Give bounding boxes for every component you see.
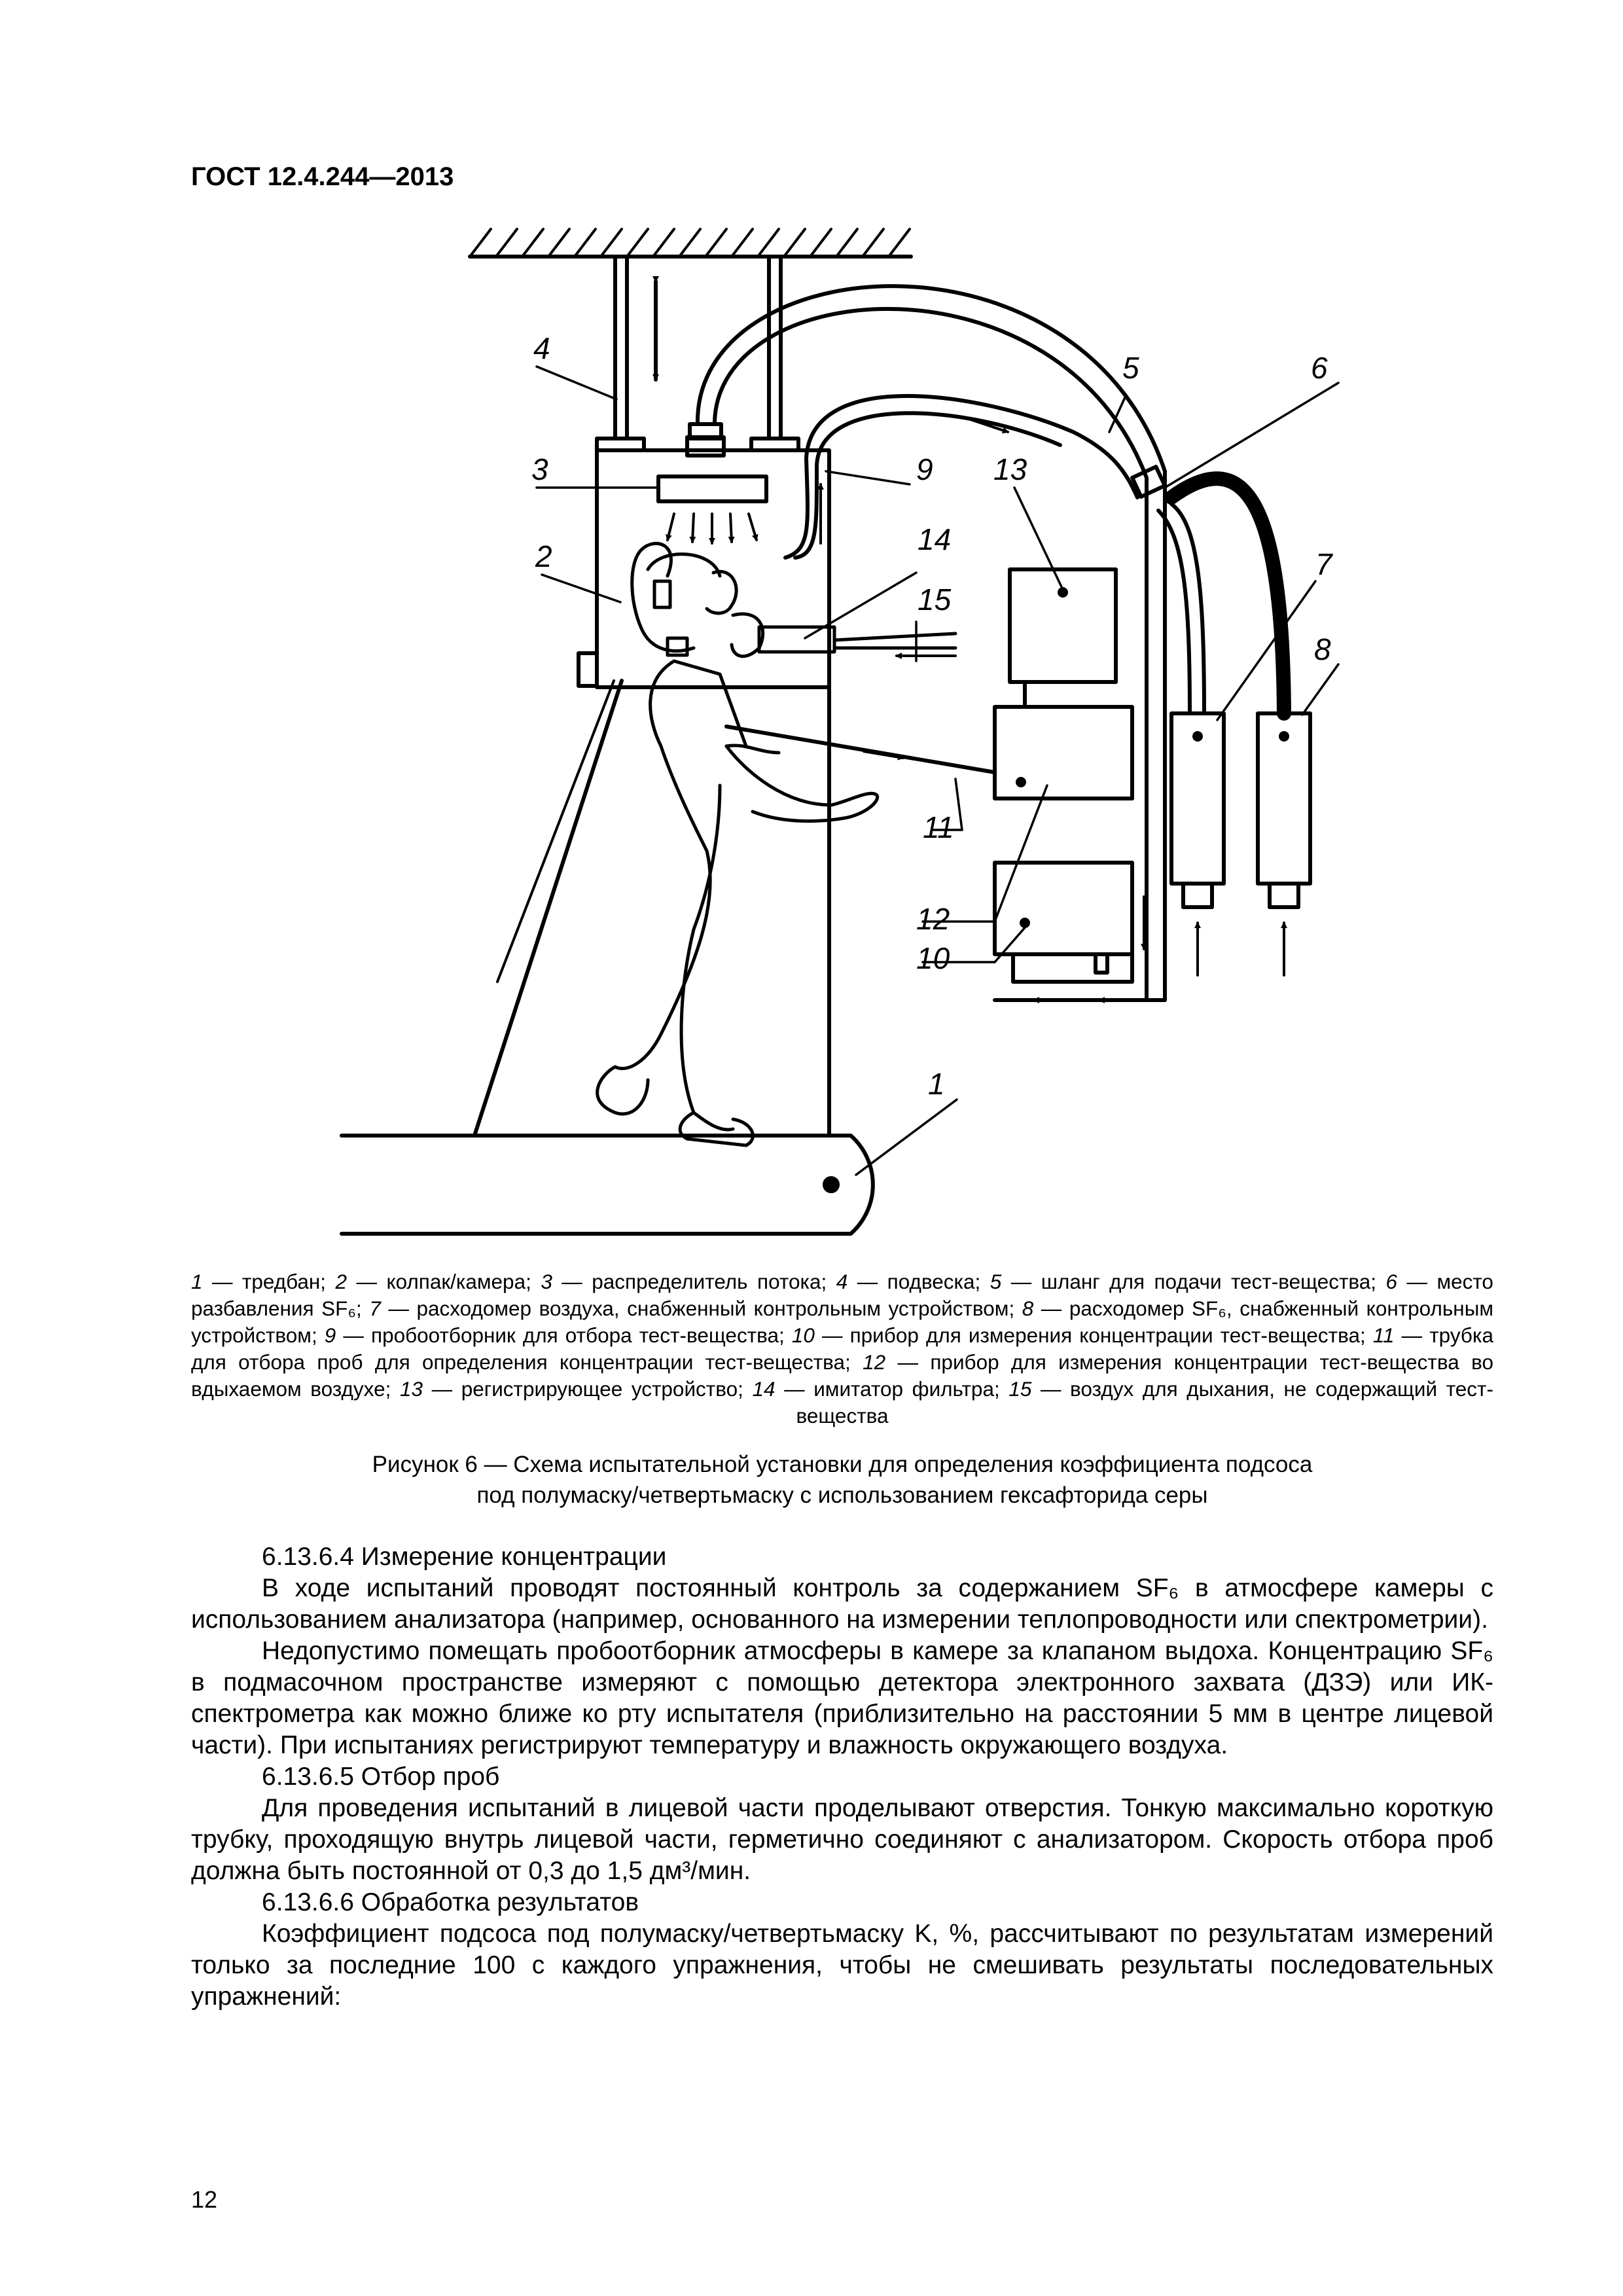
flowmeter-air <box>1169 711 1226 977</box>
legend-item: 7 — расходомер воздуха, снабженный контр… <box>369 1297 1015 1320</box>
legend-item: 5 — шланг для подачи тест-вещества; <box>990 1270 1377 1293</box>
label-5: 5 <box>1122 351 1139 385</box>
paragraph: Коэффициент подсоса под полумаску/четвер… <box>191 1920 1493 2011</box>
suspension <box>595 255 800 452</box>
legend-item: 12 — прибор для измерения концентрации т… <box>191 1350 1493 1401</box>
body-text: 6.13.6.4 Измерение концентрации В ходе и… <box>191 1541 1493 2013</box>
label-8: 8 <box>1314 632 1331 666</box>
ceiling <box>468 228 913 259</box>
legend-item: 9 — пробоотборник для отбора тест-вещест… <box>324 1323 785 1347</box>
legend-item: 15 — воздух для дыхания, не содержащий т… <box>796 1377 1493 1427</box>
treadmill <box>340 679 875 1236</box>
figure-legend: 1 — тредбан; 2 — колпак/камера; 3 — расп… <box>191 1268 1493 1429</box>
legend-item: 10 — прибор для измерения концентрации т… <box>791 1323 1366 1347</box>
label-2: 2 <box>535 539 552 573</box>
legend-item: 4 — подвеска; <box>836 1270 981 1293</box>
label-15: 15 <box>918 583 952 617</box>
label-4: 4 <box>533 331 550 365</box>
paragraph: Недопустимо помещать пробоотборник атмос… <box>191 1637 1493 1759</box>
label-13: 13 <box>993 452 1027 486</box>
legend-item: 13 — регистрирующее устройство; <box>399 1377 743 1401</box>
document-header: ГОСТ 12.4.244—2013 <box>191 162 454 191</box>
sf6-dilution <box>1130 465 1291 721</box>
label-7: 7 <box>1315 547 1333 581</box>
test-person <box>596 541 957 1147</box>
legend-item: 2 — колпак/камера; <box>335 1270 531 1293</box>
flowmeter-sf6 <box>1256 711 1312 977</box>
section-title-6-13-6-5: 6.13.6.5 Отбор проб <box>262 1763 500 1791</box>
paragraph: В ходе испытаний проводят постоянный кон… <box>191 1574 1493 1634</box>
hood-chamber <box>577 422 831 689</box>
label-14: 14 <box>918 522 951 556</box>
test-setup-diagram: 4 3 2 9 13 5 6 14 15 7 8 11 12 10 1 <box>340 228 1340 1236</box>
figure-caption-line-2: под полумаску/четвертьмаску с использова… <box>476 1482 1208 1508</box>
label-3: 3 <box>531 452 548 486</box>
figure-labels: 4 3 2 9 13 5 6 14 15 7 8 11 12 10 1 <box>531 331 1333 1101</box>
legend-item: 6 — место разбавления SF₆; <box>191 1270 1493 1320</box>
label-12: 12 <box>916 902 950 936</box>
legend-item: 8 — расходомер SF₆, снабженный контрольн… <box>191 1297 1493 1347</box>
label-10: 10 <box>916 941 950 975</box>
leader-lines <box>535 365 1340 1176</box>
label-1: 1 <box>928 1067 945 1101</box>
paragraph: Для проведения испытаний в лицевой части… <box>191 1794 1493 1885</box>
page-number: 12 <box>191 2186 218 2213</box>
figure-caption-line-1: Рисунок 6 — Схема испытательной установк… <box>372 1452 1313 1477</box>
legend-item: 1 — тредбан; <box>191 1270 327 1293</box>
label-6: 6 <box>1311 351 1328 385</box>
legend-item: 14 — имитатор фильтра; <box>752 1377 1000 1401</box>
sampler-tube <box>783 394 1139 560</box>
legend-item: 11 — трубка для отбора проб для определе… <box>191 1323 1493 1374</box>
legend-item: 3 — распределитель потока; <box>541 1270 827 1293</box>
label-11: 11 <box>923 810 954 844</box>
label-9: 9 <box>916 452 933 486</box>
section-title-6-13-6-4: 6.13.6.4 Измерение концентрации <box>262 1543 667 1571</box>
instruments <box>724 567 1147 1003</box>
section-title-6-13-6-6: 6.13.6.6 Обработка результатов <box>262 1888 639 1916</box>
